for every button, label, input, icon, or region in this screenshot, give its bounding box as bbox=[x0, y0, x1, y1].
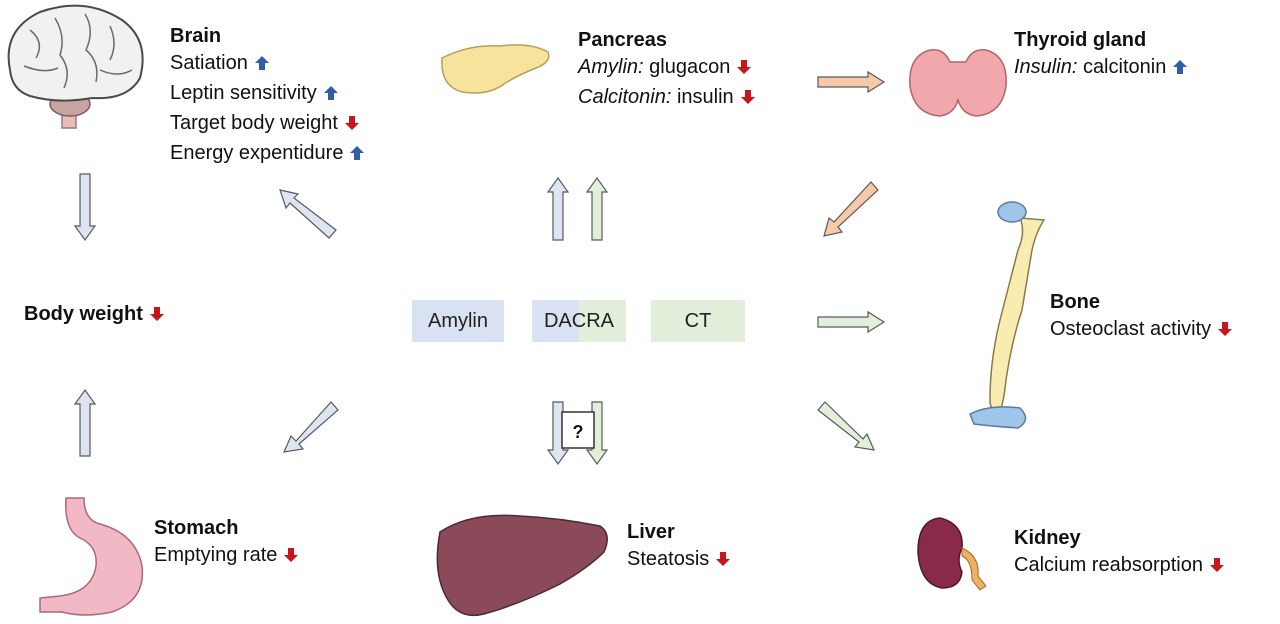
down-arrow-icon bbox=[1217, 321, 1233, 337]
up-arrow-icon bbox=[349, 145, 365, 161]
arrow-amylin-to-pancreas bbox=[546, 176, 570, 241]
down-arrow-icon bbox=[283, 547, 299, 563]
kidney-title: Kidney bbox=[1014, 527, 1081, 549]
question-mark: ? bbox=[573, 422, 584, 442]
brain-title: Brain bbox=[170, 25, 222, 47]
kidney-block: Kidney Calcium reabsorption bbox=[1014, 526, 1225, 580]
arrow-ct-to-bone bbox=[817, 310, 886, 334]
brain-item-satiation: Satiation bbox=[170, 48, 365, 78]
stomach-title: Stomach bbox=[154, 517, 239, 539]
thyroid-block: Thyroid gland Insulin: calcitonin bbox=[1014, 28, 1188, 82]
dacra-box: DACRA bbox=[532, 300, 626, 342]
pancreas-item-amylin: Amylin: glugacon bbox=[578, 52, 756, 82]
liver-block: Liver Steatosis bbox=[627, 520, 731, 574]
liver-question-box bbox=[561, 411, 595, 449]
stomach-block: Stomach Emptying rate bbox=[154, 516, 299, 570]
arrow-brain-to-bodyweight bbox=[73, 173, 97, 242]
up-arrow-icon bbox=[323, 85, 339, 101]
arrow-ct-to-kidney bbox=[817, 401, 875, 451]
brain-item-energy: Energy expentidure bbox=[170, 138, 365, 168]
thyroid-item-insulin: Insulin: calcitonin bbox=[1014, 52, 1188, 82]
pancreas-title: Pancreas bbox=[578, 29, 667, 51]
down-arrow-icon bbox=[149, 306, 165, 322]
bone-item-osteoclast: Osteoclast activity bbox=[1050, 314, 1233, 344]
stomach-item-emptying: Emptying rate bbox=[154, 540, 299, 570]
stomach-illustration bbox=[39, 497, 144, 616]
liver-illustration bbox=[436, 514, 608, 617]
kidney-item-calcium: Calcium reabsorption bbox=[1014, 550, 1225, 580]
liver-item-steatosis: Steatosis bbox=[627, 544, 731, 574]
brain-item-target-weight: Target body weight bbox=[170, 108, 365, 138]
thyroid-title: Thyroid gland bbox=[1014, 29, 1147, 51]
up-arrow-icon bbox=[1172, 59, 1188, 75]
thyroid-illustration bbox=[909, 49, 1007, 117]
brain-block: Brain Satiation Leptin sensitivity Targe… bbox=[170, 24, 365, 168]
ct-box: CT bbox=[651, 300, 745, 342]
down-arrow-icon bbox=[715, 551, 731, 567]
arrow-center-to-stomach bbox=[283, 401, 339, 453]
arrow-pancreas-to-thyroid bbox=[817, 70, 886, 94]
arrow-thyroid-to-bone bbox=[823, 181, 879, 237]
down-arrow-icon bbox=[1209, 557, 1225, 573]
down-arrow-icon bbox=[344, 115, 360, 131]
bone-block: Bone Osteoclast activity bbox=[1050, 290, 1233, 344]
bodyweight-block: Body weight bbox=[24, 302, 165, 326]
up-arrow-icon bbox=[254, 55, 270, 71]
down-arrow-icon bbox=[740, 89, 756, 105]
arrow-stomach-to-bodyweight bbox=[73, 388, 97, 457]
brain-item-leptin: Leptin sensitivity bbox=[170, 78, 365, 108]
bone-title: Bone bbox=[1050, 291, 1100, 313]
pancreas-block: Pancreas Amylin: glugacon Calcitonin: in… bbox=[578, 28, 756, 112]
liver-title: Liver bbox=[627, 521, 675, 543]
arrow-ct-to-pancreas bbox=[585, 176, 609, 241]
kidney-illustration bbox=[917, 517, 987, 591]
down-arrow-icon bbox=[736, 59, 752, 75]
pancreas-illustration bbox=[441, 44, 550, 94]
arrow-center-to-brain bbox=[279, 189, 337, 239]
amylin-box: Amylin bbox=[412, 300, 504, 342]
bone-illustration bbox=[969, 201, 1046, 429]
bodyweight-title: Body weight bbox=[24, 303, 143, 325]
pancreas-item-calcitonin: Calcitonin: insulin bbox=[578, 82, 756, 112]
brain-illustration bbox=[7, 4, 144, 129]
